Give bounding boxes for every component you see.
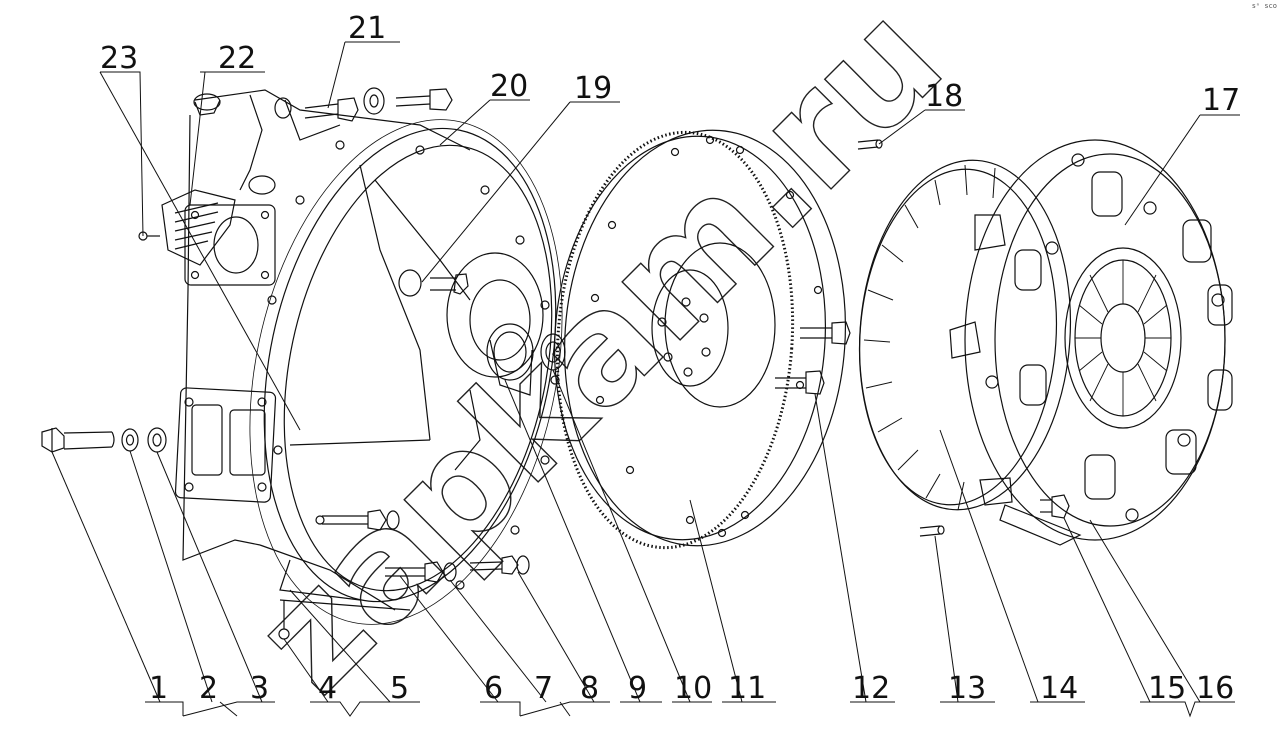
part-dowel-pins [858, 140, 944, 536]
callout-19: 19 [574, 71, 612, 106]
callout-5: 5 [390, 671, 409, 706]
callout-13: 13 [948, 671, 986, 706]
callout-9: 9 [628, 671, 647, 706]
callout-6: 6 [484, 671, 503, 706]
callout-23: 23 [100, 41, 138, 76]
part-bolt-with-washers [42, 428, 166, 452]
callout-21: 21 [348, 11, 386, 46]
callout-20: 20 [490, 69, 528, 104]
part-flywheel-bolts [775, 322, 850, 394]
callout-4: 4 [318, 671, 337, 706]
callout-10: 10 [674, 671, 712, 706]
callout-1: 1 [149, 671, 168, 706]
part-flywheel [541, 121, 859, 556]
callout-17: 17 [1202, 83, 1240, 118]
callout-12: 12 [852, 671, 890, 706]
callout-16: 16 [1196, 671, 1234, 706]
corner-note: sⁿ sco [1251, 2, 1277, 10]
part-pressure-plate [950, 140, 1232, 545]
part-top-bolts [305, 88, 452, 121]
callout-18: 18 [925, 79, 963, 114]
part-cover-plate [139, 94, 235, 265]
callout-22: 22 [218, 41, 256, 76]
part-flywheel-housing [175, 90, 606, 654]
leader-lines [52, 42, 1240, 718]
callout-7: 7 [534, 671, 553, 706]
callout-15: 15 [1148, 671, 1186, 706]
callout-11: 11 [728, 671, 766, 706]
part-pilot-bearing [487, 324, 565, 395]
part-clutch-disc [848, 153, 1082, 517]
callout-14: 14 [1040, 671, 1078, 706]
callout-3: 3 [250, 671, 269, 706]
callout-labels: 1 2 3 4 5 6 7 8 9 10 11 12 13 14 15 16 1… [100, 11, 1240, 706]
callout-8: 8 [580, 671, 599, 706]
callout-2: 2 [199, 671, 218, 706]
